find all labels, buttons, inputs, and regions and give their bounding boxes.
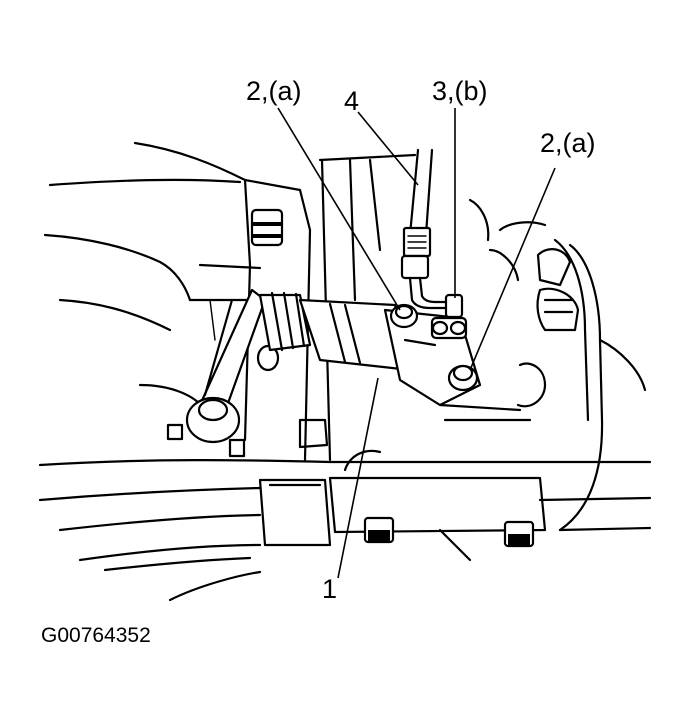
bleeder-plug (430, 293, 468, 340)
clutch-pipe (400, 148, 448, 310)
callout-labels: 2,(a) 4 3,(b) 2,(a) 1 (246, 76, 596, 604)
callout-1: 1 (322, 574, 337, 604)
callout-3b: 3,(b) (432, 76, 488, 106)
crossmember (38, 449, 652, 602)
right-fitting (536, 248, 580, 332)
callout-2a-right: 2,(a) (540, 128, 596, 158)
callout-4: 4 (344, 86, 359, 116)
mounting-bolts (389, 303, 479, 392)
figure-id: G00764352 (41, 624, 151, 647)
transmission-housing (43, 141, 647, 532)
leader-lines (277, 107, 556, 579)
callout-2a-left: 2,(a) (246, 76, 302, 106)
release-fork (166, 288, 280, 458)
mount-stud (250, 208, 284, 247)
